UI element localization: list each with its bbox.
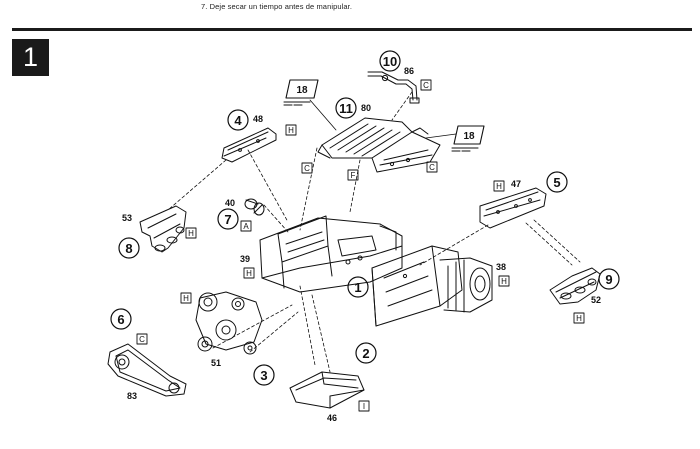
part-number-48: 48 xyxy=(253,114,263,124)
part-number-53: 53 xyxy=(122,213,132,223)
part-number-86: 86 xyxy=(404,66,414,76)
color-code-i-part46: I xyxy=(363,402,365,411)
callout-2 xyxy=(355,342,377,364)
part-number-40: 40 xyxy=(225,198,235,208)
callout-11 xyxy=(335,97,357,119)
step-number-badge: 1 xyxy=(12,39,49,76)
part-number-80: 80 xyxy=(361,103,371,113)
color-code-h-part8: H xyxy=(188,229,194,238)
part-6-belt xyxy=(107,343,187,397)
color-code-h-part9: H xyxy=(576,314,582,323)
callout-4 xyxy=(227,109,249,131)
instruction-note: 7. Deje secar un tiempo antes de manipul… xyxy=(201,2,353,11)
part-number-47: 47 xyxy=(511,179,521,189)
callout-circles xyxy=(110,50,620,386)
callout-label-7: 7 xyxy=(224,212,231,227)
callout-label-8: 8 xyxy=(125,241,132,256)
callout-5 xyxy=(546,171,568,193)
callout-3 xyxy=(253,364,275,386)
part-8-manifold xyxy=(139,205,187,253)
paint-ref-label-left: 18 xyxy=(296,85,308,96)
color-code-c-top: C xyxy=(423,81,429,90)
callout-label-2: 2 xyxy=(362,346,369,361)
color-code-c-part6: C xyxy=(139,335,145,344)
color-code-h-pulley: H xyxy=(183,294,189,303)
callout-1 xyxy=(347,276,369,298)
part-38-transmission xyxy=(371,245,493,327)
part-number-46: 46 xyxy=(327,413,337,423)
paint-reference-left xyxy=(283,79,337,131)
part-number-39: 39 xyxy=(240,254,250,264)
callout-label-10: 10 xyxy=(383,54,397,69)
part-number-83: 83 xyxy=(127,391,137,401)
callout-label-1: 1 xyxy=(354,280,361,295)
callout-label-4: 4 xyxy=(234,113,242,128)
part-7-sensor xyxy=(244,198,265,216)
callout-label-3: 3 xyxy=(260,368,267,383)
callout-10 xyxy=(379,50,401,72)
callout-label-9: 9 xyxy=(605,272,612,287)
callout-6 xyxy=(110,308,132,330)
part-number-51: 51 xyxy=(211,358,221,368)
part-10-pipe xyxy=(367,71,420,104)
color-code-h-part39: H xyxy=(246,269,252,278)
part-11-intake-cover xyxy=(317,117,441,173)
part-46-oil-pan xyxy=(289,371,365,409)
color-code-f-cover: F xyxy=(351,171,356,180)
callout-label-5: 5 xyxy=(553,175,560,190)
part-9-manifold xyxy=(549,267,601,305)
color-code-h-part5: H xyxy=(496,182,502,191)
part-5-valve-cover xyxy=(479,187,547,229)
part-4-valve-cover xyxy=(221,127,277,163)
part-51-pulley-assembly xyxy=(195,291,263,355)
color-code-h-part4: H xyxy=(288,126,294,135)
color-code-a-part7: A xyxy=(243,222,249,231)
callout-8 xyxy=(118,237,140,259)
assembly-guides xyxy=(167,91,581,373)
paint-reference-right xyxy=(425,125,485,152)
part-number-38: 38 xyxy=(496,262,506,272)
color-code-c-cover-right: C xyxy=(429,163,435,172)
color-code-c-cover-left: C xyxy=(304,164,310,173)
color-code-h-part38: H xyxy=(501,277,507,286)
callout-9 xyxy=(598,268,620,290)
header-rule xyxy=(12,28,692,31)
paint-ref-label-right: 18 xyxy=(463,131,475,142)
callout-label-6: 6 xyxy=(117,312,124,327)
part-number-52: 52 xyxy=(591,295,601,305)
callout-7 xyxy=(217,208,239,230)
part-39-engine-block xyxy=(259,215,403,293)
callout-label-11: 11 xyxy=(339,101,353,116)
